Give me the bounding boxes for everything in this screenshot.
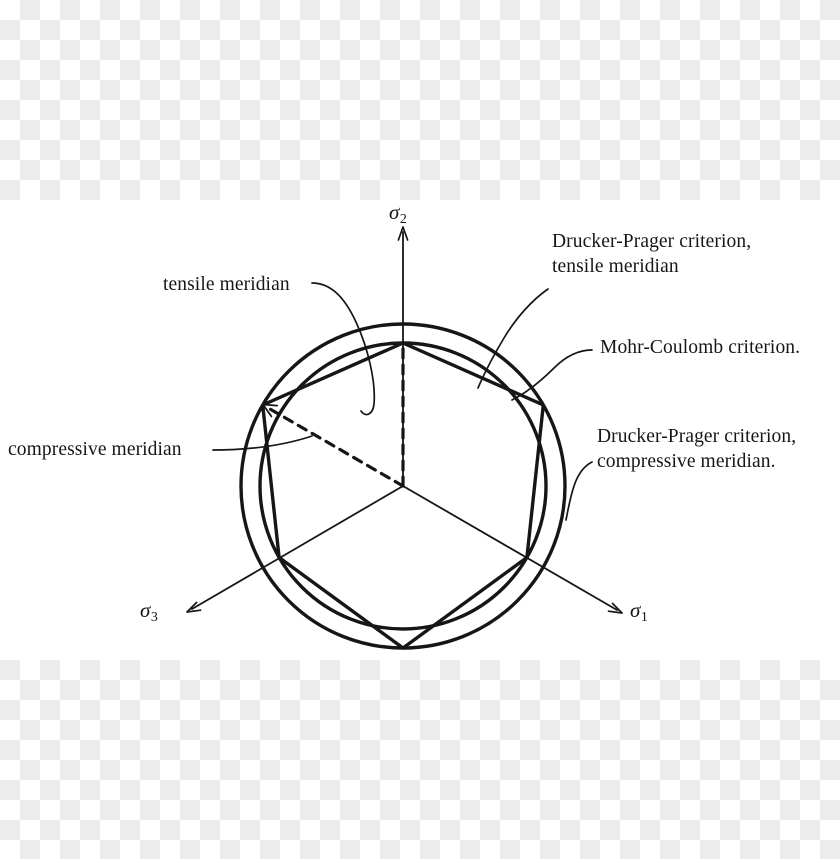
label-tensile-meridian: tensile meridian (163, 274, 290, 295)
leader-dp-tensile (477, 288, 549, 389)
axis-subscript-sigma3: 3 (150, 609, 158, 625)
compressive-radius-dashed (268, 341, 405, 488)
label-compressive-meridian: compressive meridian (8, 439, 182, 460)
axis-label-sigma3: σ3 (140, 598, 158, 626)
leader-mohr-coulomb (511, 349, 593, 401)
label-drucker-prager-tensile: Drucker-Prager criterion, tensile meridi… (552, 231, 752, 277)
leader-compressive-meridian (212, 435, 313, 451)
axis-sigma1-line (402, 485, 623, 614)
leader-dp-compressive (565, 461, 593, 521)
axis-sigma3-line (186, 485, 404, 613)
mohr-coulomb-hexagon (261, 341, 545, 650)
axis-symbol-sigma3: σ (140, 598, 151, 622)
figure-white-canvas (0, 200, 840, 660)
axis-subscript-sigma1: 1 (640, 609, 648, 625)
label-mohr-coulomb: Mohr-Coulomb criterion. (600, 337, 801, 358)
leader-tensile-meridian (311, 282, 376, 416)
axis-subscript-sigma2: 2 (399, 211, 407, 227)
label-drucker-prager-compressive: Drucker-Prager criterion, compressive me… (597, 426, 797, 472)
axis-symbol-sigma2: σ (389, 200, 400, 224)
axis-label-sigma2: σ2 (389, 200, 407, 228)
axis-label-sigma1: σ1 (630, 598, 648, 626)
axis-symbol-sigma1: σ (630, 598, 641, 622)
